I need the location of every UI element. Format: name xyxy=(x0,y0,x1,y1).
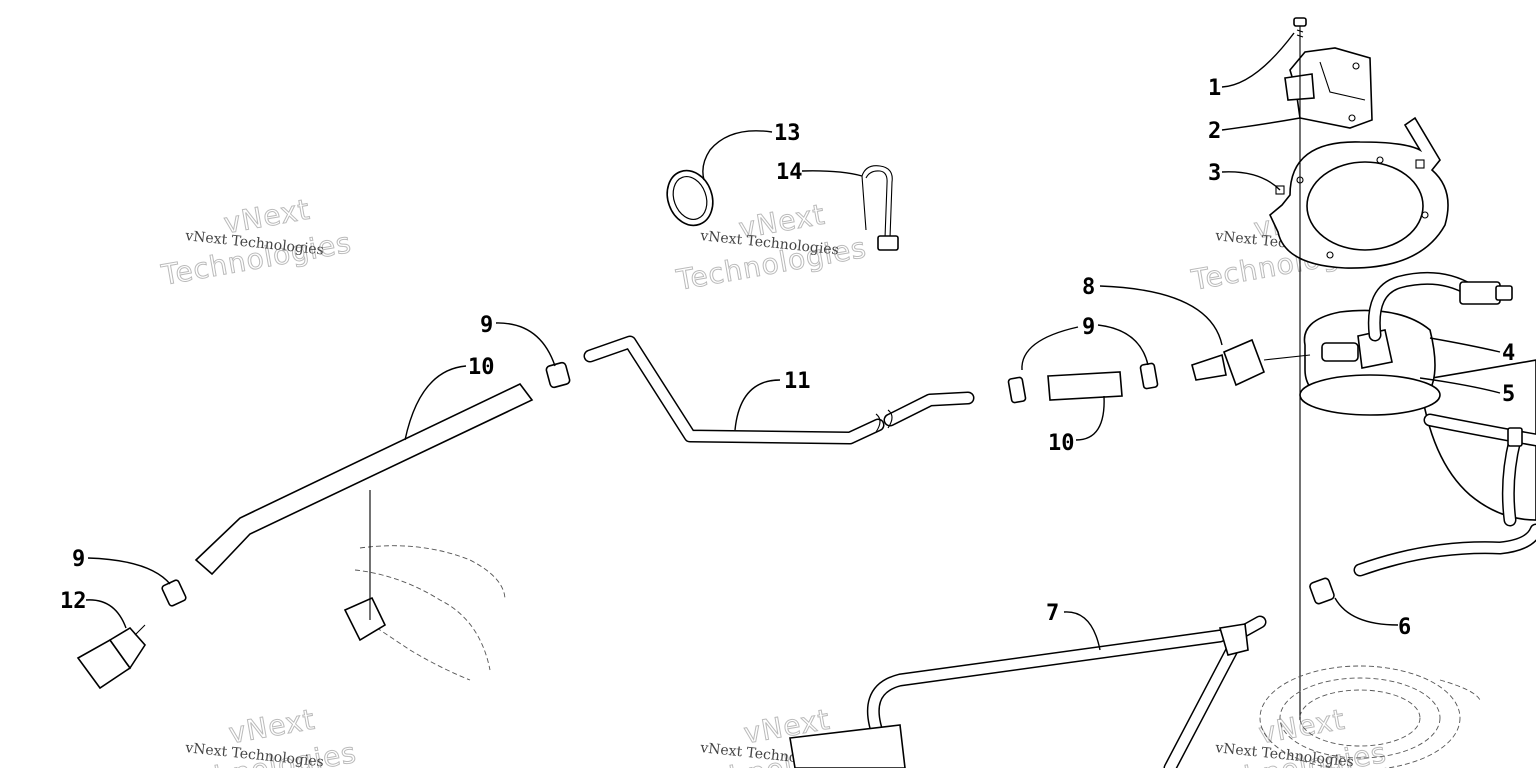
callout-3: 3 xyxy=(1208,161,1221,186)
callout-14: 14 xyxy=(776,160,803,185)
part-fuel-pump-module xyxy=(1299,271,1536,527)
ghost-outline-left xyxy=(343,490,506,681)
callout-7: 7 xyxy=(1046,601,1059,626)
callout-8: 8 xyxy=(1082,275,1095,300)
part-hose-section xyxy=(194,371,1123,576)
callout-10: 10 xyxy=(1048,431,1075,456)
callout-labels: 1 2 3 4 5 6 7 8 9 9 9 10 10 11 12 13 14 xyxy=(60,76,1515,640)
callout-11: 11 xyxy=(784,369,811,394)
part-vent-line xyxy=(789,523,1536,768)
callout-4: 4 xyxy=(1502,341,1515,366)
watermark-outline-top: vNext xyxy=(226,703,317,751)
part-fuel-line xyxy=(583,335,975,445)
callout-6: 6 xyxy=(1398,615,1411,640)
callout-13: 13 xyxy=(774,121,801,146)
part-bracket xyxy=(1284,47,1373,129)
callout-2: 2 xyxy=(1208,119,1221,144)
part-clamp xyxy=(161,361,1159,607)
callout-9: 9 xyxy=(72,547,85,572)
part-quick-connector xyxy=(1191,338,1311,387)
callout-9: 9 xyxy=(480,313,493,338)
leader-lines xyxy=(85,32,1501,651)
callout-10: 10 xyxy=(468,355,495,380)
part-clamp-ring xyxy=(666,169,714,227)
callout-12: 12 xyxy=(60,589,87,614)
ghost-outline-bottom-right xyxy=(1259,665,1481,768)
part-cable-tie xyxy=(861,165,899,251)
part-mounting-ring xyxy=(1269,116,1449,269)
part-connector xyxy=(76,624,147,690)
callout-9: 9 xyxy=(1082,315,1095,340)
callout-1: 1 xyxy=(1208,76,1221,101)
callout-5: 5 xyxy=(1502,382,1515,407)
part-screw xyxy=(1293,17,1307,40)
